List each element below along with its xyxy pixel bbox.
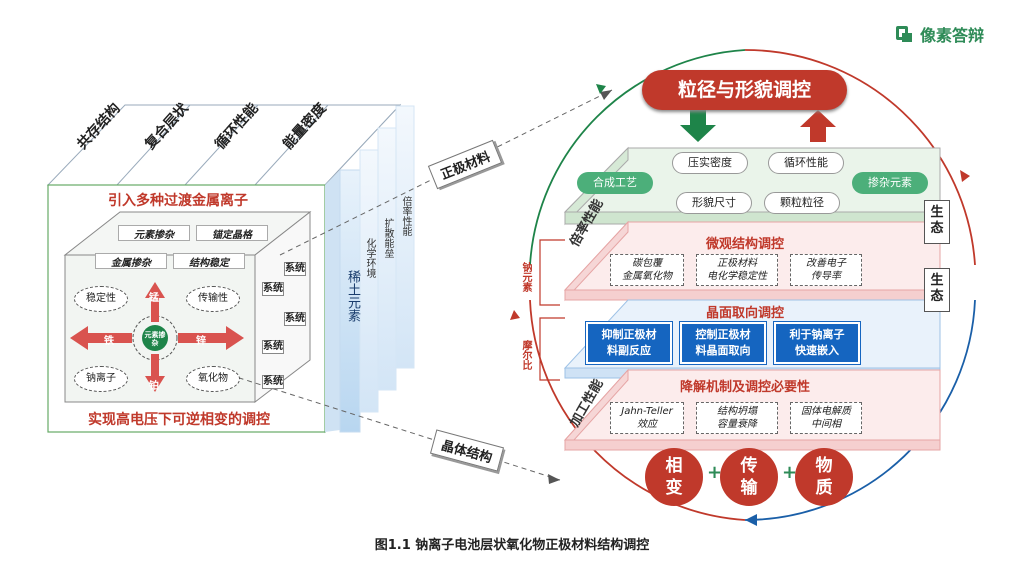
panel-diffusion: 扩散能垒 [382,218,393,258]
layer2-box-1: 抑制正极材 料副反应 [586,322,672,364]
pill-morphology: 形貌尺寸 [676,192,752,214]
top-banner: 粒径与形貌调控 [642,70,847,110]
ellipse-stability: 稳定性 [74,286,128,312]
system-box-4: 系统 [284,312,306,326]
label-molar: 摩尔比 [520,340,531,370]
pill-dopant: 掺杂元素 [852,172,928,194]
layer3-title: 降解机制及调控必要性 [680,380,811,395]
circle-matter-label: 物质 [815,456,833,498]
circle-transport-label: 传输 [740,456,758,498]
plus-icon-1: + [707,462,723,483]
pill-synthesis: 合成工艺 [577,172,653,194]
panel-chem-env: 化学环境 [364,238,375,278]
ellipse-oxide: 氧化物 [186,366,240,392]
cube-bottom-text: 实现高电压下可逆相变的调控 [88,412,270,428]
ellipse-transport: 传输性 [186,286,240,312]
grid-cell-3: 金属掺杂 [95,253,167,269]
grid-cell-1: 元素掺杂 [118,225,190,241]
layer3-box-1: Jahn-Teller 效应 [610,402,684,434]
figure-caption: 图1.1 钠离子电池层状氧化物正极材料结构调控 [374,538,650,553]
arrow-label-zn: 锌 [196,336,206,347]
circle-phase: 相变 [645,448,703,506]
panel-rate: 倍率性能 [400,196,411,236]
center-doping: 元素掺杂 [144,331,166,347]
layer1-title: 微观结构调控 [706,237,785,252]
circle-matter: 物质 [795,448,853,506]
circle-phase-label: 相变 [665,456,683,498]
system-box-5: 系统 [262,375,284,389]
cube-top-text: 引入多种过渡金属离子 [108,193,248,209]
eco-box-1: 生态 [924,200,950,244]
logo-text: 像素答辩 [919,26,984,45]
arrow-label-mn: 锰 [149,293,159,304]
grid-cell-4: 结构稳定 [173,253,245,269]
grid-cell-2: 锚定晶格 [196,225,268,241]
layer2-box-3: 利于钠离子 快速嵌入 [774,322,860,364]
system-box-3: 系统 [262,340,284,354]
pill-particle: 颗粒粒径 [764,192,840,214]
ellipse-sodium: 钠离子 [74,366,128,392]
layer3-box-3: 固体电解质 中间相 [790,402,862,434]
brand-logo: 像素答辩 [894,22,984,46]
layer1-box-1: 碳包覆 金属氧化物 [610,254,684,286]
label-sodium: 钠元素 [520,262,531,292]
layer1-box-3: 改善电子 传导率 [790,254,862,286]
system-box-1: 系统 [262,282,284,296]
pill-compaction: 压实密度 [672,152,748,174]
panel-rare-earth: 稀土元素 [345,270,360,322]
system-box-2: 系统 [284,262,306,276]
plus-icon-2: + [782,462,798,483]
arrow-label-pt: 铂 [149,381,159,392]
logo-icon [894,24,914,44]
pill-cycle: 循环性能 [768,152,844,174]
circle-transport: 传输 [720,448,778,506]
layer2-title: 晶面取向调控 [706,306,785,321]
arrow-label-fe: 铁 [104,336,114,347]
eco-box-2: 生态 [924,268,950,312]
layer3-box-2: 结构坍塌 容量衰降 [696,402,778,434]
layer2-box-2: 控制正极材 料晶面取向 [680,322,766,364]
layer1-box-2: 正极材料 电化学稳定性 [696,254,778,286]
